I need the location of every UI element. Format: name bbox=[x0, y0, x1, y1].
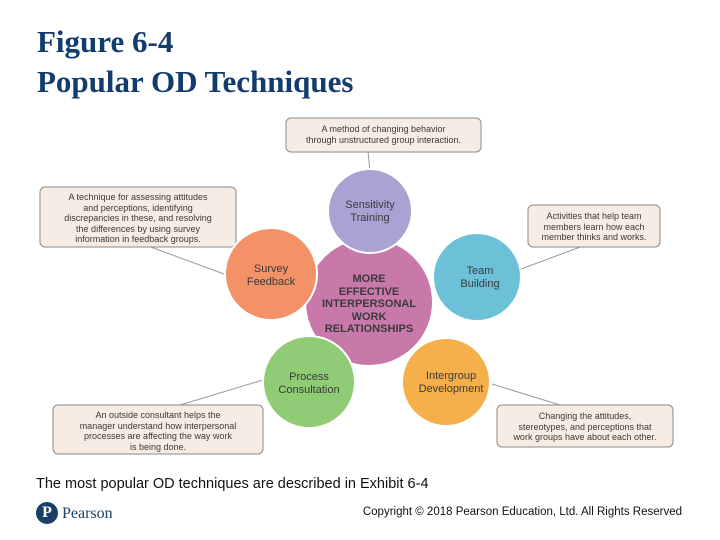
figure-number: Figure 6-4 bbox=[37, 24, 174, 59]
pearson-logo-text: Pearson bbox=[62, 505, 113, 522]
circle-process-consultation bbox=[262, 335, 356, 429]
connectors bbox=[147, 150, 584, 406]
description-box-intergroup bbox=[496, 404, 674, 448]
description-intergroup: Changing the attitudes, stereotypes, and… bbox=[513, 411, 657, 442]
connector-team bbox=[512, 245, 584, 273]
circle-survey-feedback bbox=[224, 227, 318, 321]
connector-intergroup bbox=[491, 383, 561, 406]
circle-sensitivity-training bbox=[327, 168, 413, 254]
description-team: Activities that help team members learn … bbox=[541, 211, 647, 242]
pearson-logo-icon: P bbox=[36, 502, 58, 524]
description-sensitivity: A method of changing behavior through un… bbox=[305, 124, 462, 145]
label-team-building: Team Building bbox=[460, 265, 500, 290]
description-box-sensitivity bbox=[285, 117, 482, 153]
description-box-team bbox=[527, 204, 661, 248]
connector-survey bbox=[147, 245, 225, 275]
description-box-process bbox=[52, 404, 264, 455]
copyright-notice: Copyright © 2018 Pearson Education, Ltd.… bbox=[362, 506, 682, 518]
slide-title: Figure 6-4 Popular OD Techniques bbox=[37, 22, 353, 102]
connector-process bbox=[179, 379, 264, 406]
description-process: An outside consultant helps the manager … bbox=[79, 410, 237, 452]
label-sensitivity-training: Sensitivity Training bbox=[345, 199, 395, 224]
caption: The most popular OD techniques are descr… bbox=[36, 476, 429, 492]
figure-title: Popular OD Techniques bbox=[37, 64, 354, 99]
label-survey-feedback: Survey Feedback bbox=[246, 263, 296, 288]
circle-intergroup-development bbox=[401, 337, 491, 427]
center-label: MORE EFFECTIVE INTERPERSONAL WORK RELATI… bbox=[321, 273, 417, 335]
description-box-survey bbox=[39, 186, 237, 248]
label-process-consultation: Process Consultation bbox=[278, 371, 340, 396]
label-intergroup-development: Intergroup Development bbox=[418, 370, 484, 395]
circle-team-building bbox=[432, 232, 522, 322]
description-survey: A technique for assessing attitudes and … bbox=[64, 192, 212, 244]
